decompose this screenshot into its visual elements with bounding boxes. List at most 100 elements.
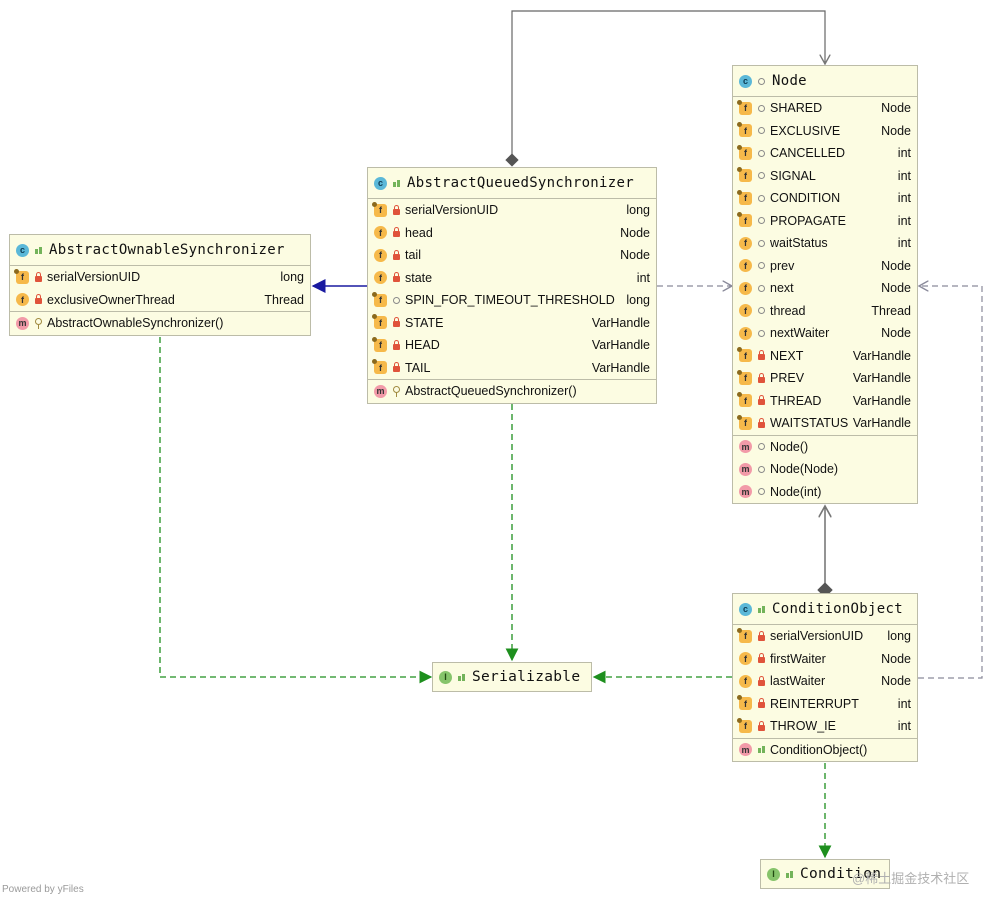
- method-icon: m: [739, 743, 752, 757]
- private-visibility-icon: [33, 271, 43, 283]
- field-type: VarHandle: [852, 393, 911, 408]
- package-visibility-icon: [756, 102, 766, 114]
- field-type: Node: [881, 651, 911, 666]
- interface-icon: I: [767, 867, 780, 881]
- field-type: long: [626, 293, 650, 308]
- interface-condition[interactable]: I Condition: [760, 859, 890, 889]
- field-icon: f: [739, 281, 752, 295]
- method-icon: m: [16, 316, 29, 330]
- private-visibility-icon: [391, 227, 401, 239]
- package-visibility-icon: [756, 305, 766, 317]
- field-icon: f: [739, 674, 752, 688]
- method-name: ConditionObject(): [770, 742, 868, 757]
- field-name: SIGNAL: [770, 168, 816, 183]
- method-name: Node(int): [770, 484, 822, 499]
- package-visibility-icon: [756, 125, 766, 137]
- field-icon: f: [16, 293, 29, 307]
- field-name: nextWaiter: [770, 326, 830, 341]
- field-row[interactable]: f next Node: [733, 277, 917, 300]
- static-final-field-icon: f: [14, 268, 29, 284]
- field-name: CANCELLED: [770, 146, 846, 161]
- field-type: Node: [881, 281, 911, 296]
- field-name: firstWaiter: [770, 651, 826, 666]
- interface-header: I Serializable: [433, 663, 591, 691]
- package-visibility-icon: [391, 294, 401, 306]
- public-visibility-icon: [33, 244, 43, 256]
- field-type: int: [636, 270, 650, 285]
- static-final-field-icon: f: [737, 122, 752, 138]
- field-type: Node: [881, 674, 911, 689]
- field-name: serialVersionUID: [770, 629, 864, 644]
- static-final-field-icon: f: [737, 212, 752, 228]
- field-type: int: [897, 146, 911, 161]
- field-name: WAITSTATUS: [770, 416, 849, 431]
- static-final-field-icon: f: [737, 369, 752, 385]
- field-type: VarHandle: [591, 338, 650, 353]
- package-visibility-icon: [756, 215, 766, 227]
- field-name: lastWaiter: [770, 674, 826, 689]
- static-final-field-icon: f: [737, 167, 752, 183]
- field-name: state: [405, 270, 433, 285]
- field-row[interactable]: f lastWaiter Node: [733, 670, 917, 693]
- class-title: ConditionObject: [772, 601, 903, 617]
- edge-aos-implements-serializable: [159, 337, 433, 684]
- field-icon: f: [739, 326, 752, 340]
- method-row[interactable]: m ConditionObject(): [733, 739, 917, 762]
- package-visibility-icon: [756, 327, 766, 339]
- static-final-field-icon: f: [372, 359, 387, 375]
- public-visibility-icon: [756, 603, 766, 615]
- interface-serializable[interactable]: I Serializable: [432, 662, 592, 692]
- field-type: Node: [881, 258, 911, 273]
- field-type: long: [280, 270, 304, 285]
- field-type: int: [897, 696, 911, 711]
- interface-icon: I: [439, 670, 452, 684]
- field-name: next: [770, 281, 794, 296]
- field-name: THROW_IE: [770, 719, 836, 734]
- interface-title: Condition: [800, 866, 882, 882]
- field-type: VarHandle: [591, 315, 650, 330]
- static-final-field-icon: f: [737, 695, 752, 711]
- field-name: CONDITION: [770, 191, 841, 206]
